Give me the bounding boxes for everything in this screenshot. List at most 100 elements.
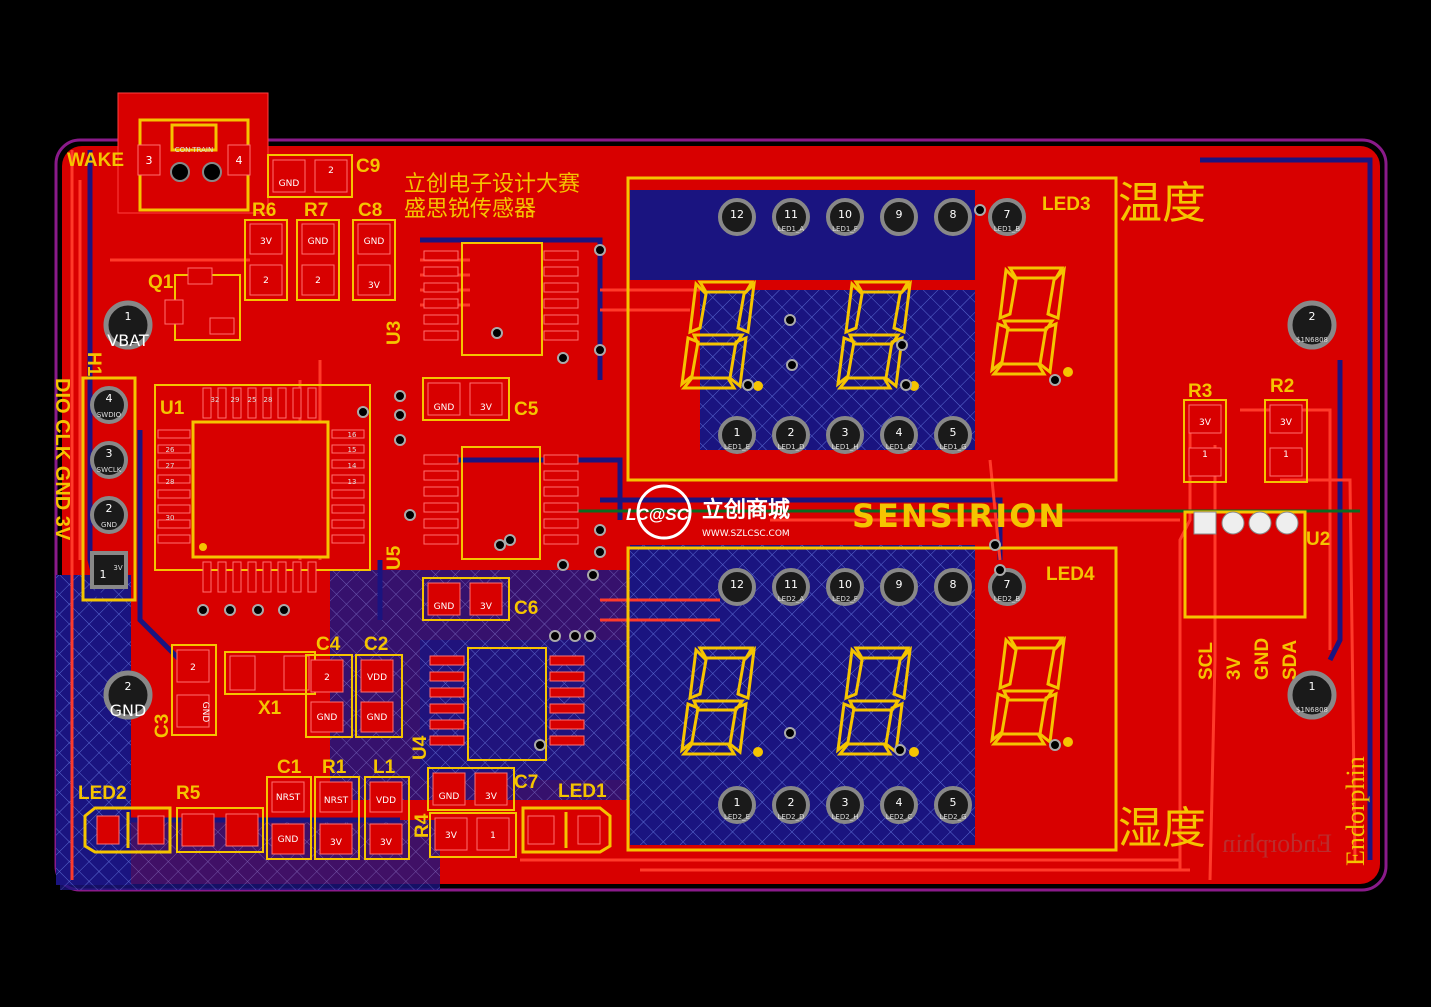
ref-x1: X1 — [258, 698, 282, 719]
svg-text:10: 10 — [838, 208, 852, 221]
humidity-label: 湿度 — [1118, 803, 1206, 854]
svg-text:GND: GND — [101, 521, 117, 529]
ref-c7: C7 — [514, 772, 538, 793]
svg-text:10: 10 — [838, 578, 852, 591]
h1-outline — [81, 376, 137, 602]
ref-led4: LED4 — [1046, 564, 1095, 585]
led4-display-outline — [626, 546, 1118, 852]
svg-text:2: 2 — [328, 166, 334, 176]
u1-mcu: 32 29 25 28 26 27 28 30 16 15 14 13 — [154, 250, 585, 746]
q1-transistor — [164, 267, 241, 341]
l1-inductor: VDD 3V — [364, 776, 410, 860]
ref-wake: WAKE — [67, 150, 124, 171]
c3-capacitor: 2 GND — [171, 644, 217, 736]
svg-text:GND: GND — [434, 602, 455, 612]
led2-diode — [83, 806, 172, 854]
ref-c3: C3 — [152, 714, 173, 738]
svg-text:12: 12 — [730, 208, 744, 221]
svg-text:28: 28 — [264, 396, 273, 404]
svg-text:3V: 3V — [380, 838, 393, 848]
ref-q1: Q1 — [148, 272, 174, 293]
svg-text:GND: GND — [200, 702, 210, 723]
svg-text:GND: GND — [364, 237, 385, 247]
svg-text:NRST: NRST — [324, 796, 349, 806]
led3-digit-1 — [680, 279, 763, 391]
svg-text:GND: GND — [308, 237, 329, 247]
u5-chip — [461, 446, 541, 560]
wake-pin-3-pad — [137, 144, 161, 176]
r5-resistor — [176, 807, 264, 853]
u2-pin-scl-label: SCL — [1196, 642, 1217, 680]
x1-crystal — [224, 651, 316, 695]
author-label: Endorphin — [1341, 756, 1370, 866]
u2-pin-2 — [1221, 511, 1245, 535]
svg-text:3V: 3V — [485, 792, 498, 802]
svg-text:LED2_F: LED2_F — [832, 595, 858, 603]
mount-hole-right-bottom: 1 $1N6808 — [1287, 670, 1337, 720]
led3-digits — [680, 265, 1073, 391]
c4-capacitor: 2 GND — [305, 654, 353, 738]
u2-pin-4 — [1275, 511, 1299, 535]
svg-text:3V: 3V — [113, 564, 122, 572]
ref-r1: R1 — [322, 757, 347, 778]
svg-text:LED1_F: LED1_F — [832, 225, 858, 233]
ref-r4: R4 — [412, 813, 433, 838]
svg-text:4: 4 — [896, 796, 903, 809]
svg-text:9: 9 — [896, 208, 903, 221]
svg-text:3V: 3V — [480, 403, 493, 413]
h1-pin-2: 2 GND — [90, 496, 128, 534]
mount-hole-gnd: 2 GND — [103, 670, 153, 720]
svg-text:LED2_G: LED2_G — [939, 813, 966, 821]
u3-chip — [461, 242, 543, 356]
u2-pin-1 — [1193, 511, 1217, 535]
r3-resistor: 3V 1 — [1183, 399, 1227, 483]
svg-text:8: 8 — [950, 208, 957, 221]
led4-digits — [680, 635, 1073, 757]
svg-text:3V: 3V — [1280, 418, 1293, 428]
c9-capacitor: GND 2 — [267, 154, 353, 198]
wake-pin-4: 4 — [236, 154, 243, 167]
svg-text:GND: GND — [439, 792, 460, 802]
ref-r7: R7 — [304, 200, 328, 221]
u2-pin-gnd-label: GND — [1252, 638, 1273, 680]
led4-digit-3 — [990, 635, 1073, 747]
sensirion-logo: SENSIRION — [852, 497, 1067, 535]
svg-text:9: 9 — [896, 578, 903, 591]
ref-led3: LED3 — [1042, 194, 1091, 215]
svg-text:GND: GND — [110, 701, 147, 720]
svg-text:1: 1 — [734, 796, 741, 809]
title-line2: 盛思锐传感器 — [404, 197, 536, 222]
ref-u2: U2 — [1306, 529, 1330, 550]
svg-text:27: 27 — [166, 462, 175, 470]
svg-text:3: 3 — [842, 796, 849, 809]
h1-side-label: DIO CLK GND 3V — [51, 378, 73, 541]
svg-text:4: 4 — [896, 426, 903, 439]
svg-text:1: 1 — [1309, 680, 1316, 693]
u4-chip — [467, 647, 547, 761]
svg-text:VDD: VDD — [376, 796, 396, 806]
svg-text:1: 1 — [734, 426, 741, 439]
svg-text:3: 3 — [842, 426, 849, 439]
svg-text:11: 11 — [784, 208, 798, 221]
led4-pin-9: 9 — [880, 568, 918, 606]
svg-text:2: 2 — [324, 673, 330, 683]
svg-text:立创商城: 立创商城 — [702, 497, 790, 523]
svg-text:5: 5 — [950, 796, 957, 809]
r6-resistor: 3V 2 — [244, 219, 288, 301]
svg-text:30: 30 — [166, 514, 175, 522]
svg-text:VBAT: VBAT — [107, 331, 149, 350]
ref-c6: C6 — [514, 598, 538, 619]
c6-capacitor: GND 3V — [422, 577, 510, 621]
svg-text:LED1_D: LED1_D — [777, 443, 804, 451]
led3-pin-12: 12 — [718, 198, 756, 236]
svg-text:LED2_C: LED2_C — [886, 813, 913, 821]
c5-capacitor: GND 3V — [422, 377, 510, 421]
